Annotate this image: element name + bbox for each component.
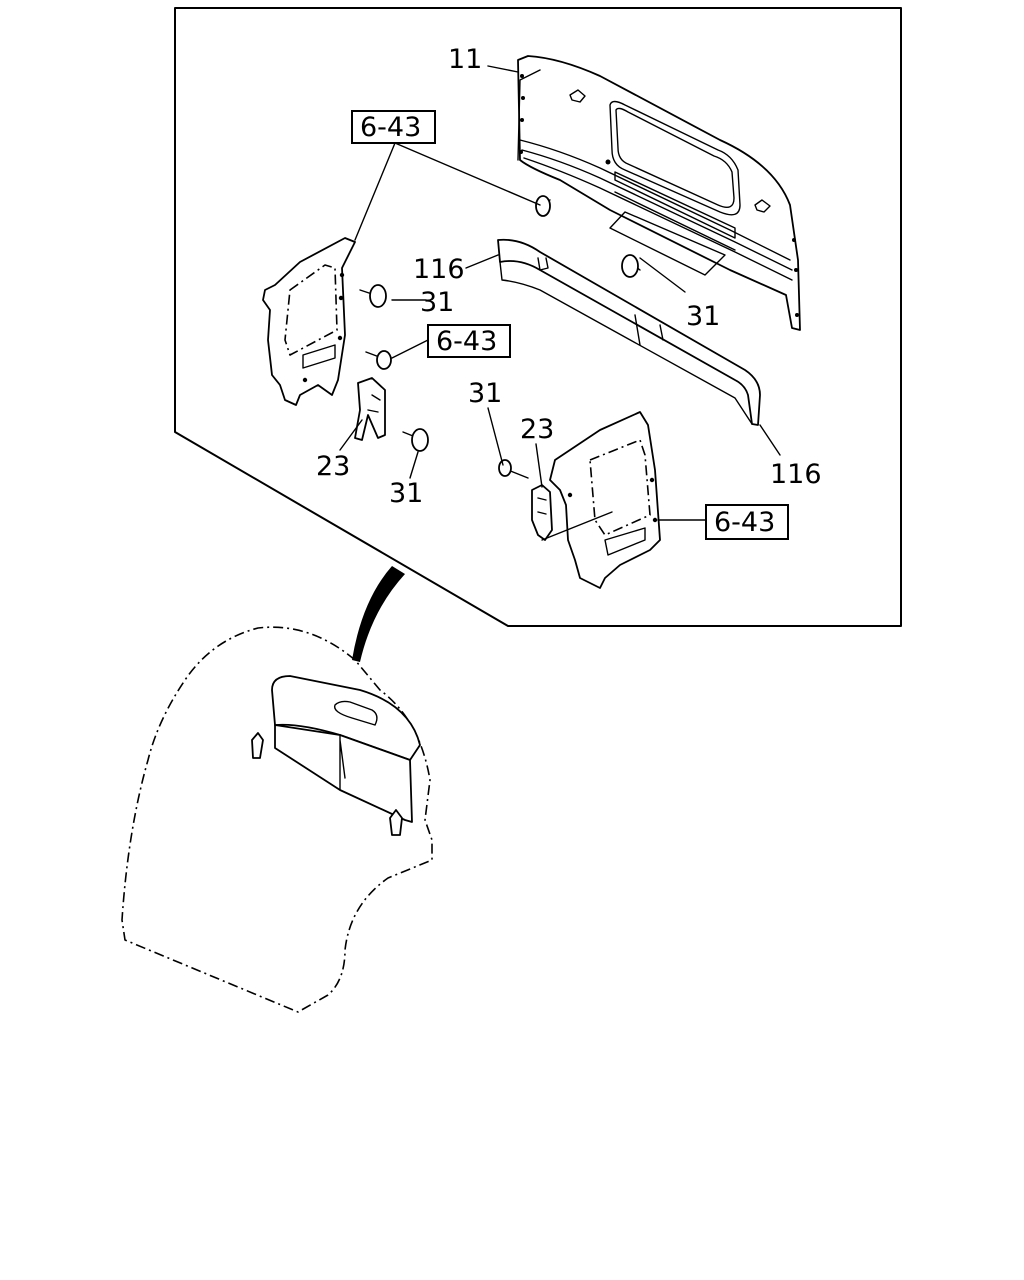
part-31-clip-lower-left — [402, 428, 429, 452]
part-23-bracket-right — [531, 484, 553, 541]
part-116-trim-strip — [497, 238, 761, 426]
detail-pointer-arrow — [352, 566, 405, 662]
detail-frame — [174, 7, 902, 627]
leader-lines — [339, 65, 781, 541]
part-31-clip-right — [621, 254, 641, 278]
part-31-clip-upper-left — [359, 284, 387, 308]
left-side-panel — [262, 237, 356, 406]
callout-31-right: 31 — [686, 301, 720, 332]
part-6-43-screw-top — [535, 195, 551, 217]
part-11-rear-panel — [517, 55, 801, 331]
callout-23-left: 23 — [316, 451, 350, 482]
cab-overview — [121, 626, 433, 1013]
callout-6-43-top: 6-43 — [360, 112, 421, 143]
callout-116-top: 116 — [413, 254, 465, 285]
callout-31-center: 31 — [468, 378, 502, 409]
part-23-bracket-left — [354, 377, 386, 441]
part-6-43-screw-left — [365, 350, 392, 370]
right-side-panel — [549, 411, 661, 589]
part-31-screw-center — [498, 459, 529, 479]
callout-6-43-mid: 6-43 — [436, 326, 497, 357]
callout-31-lower-left: 31 — [389, 478, 423, 509]
callout-6-43-right: 6-43 — [714, 507, 775, 538]
callout-116-bottom: 116 — [770, 459, 822, 490]
callout-31-upper-left: 31 — [420, 287, 454, 318]
callout-23-center: 23 — [520, 414, 554, 445]
callout-11: 11 — [448, 44, 482, 75]
